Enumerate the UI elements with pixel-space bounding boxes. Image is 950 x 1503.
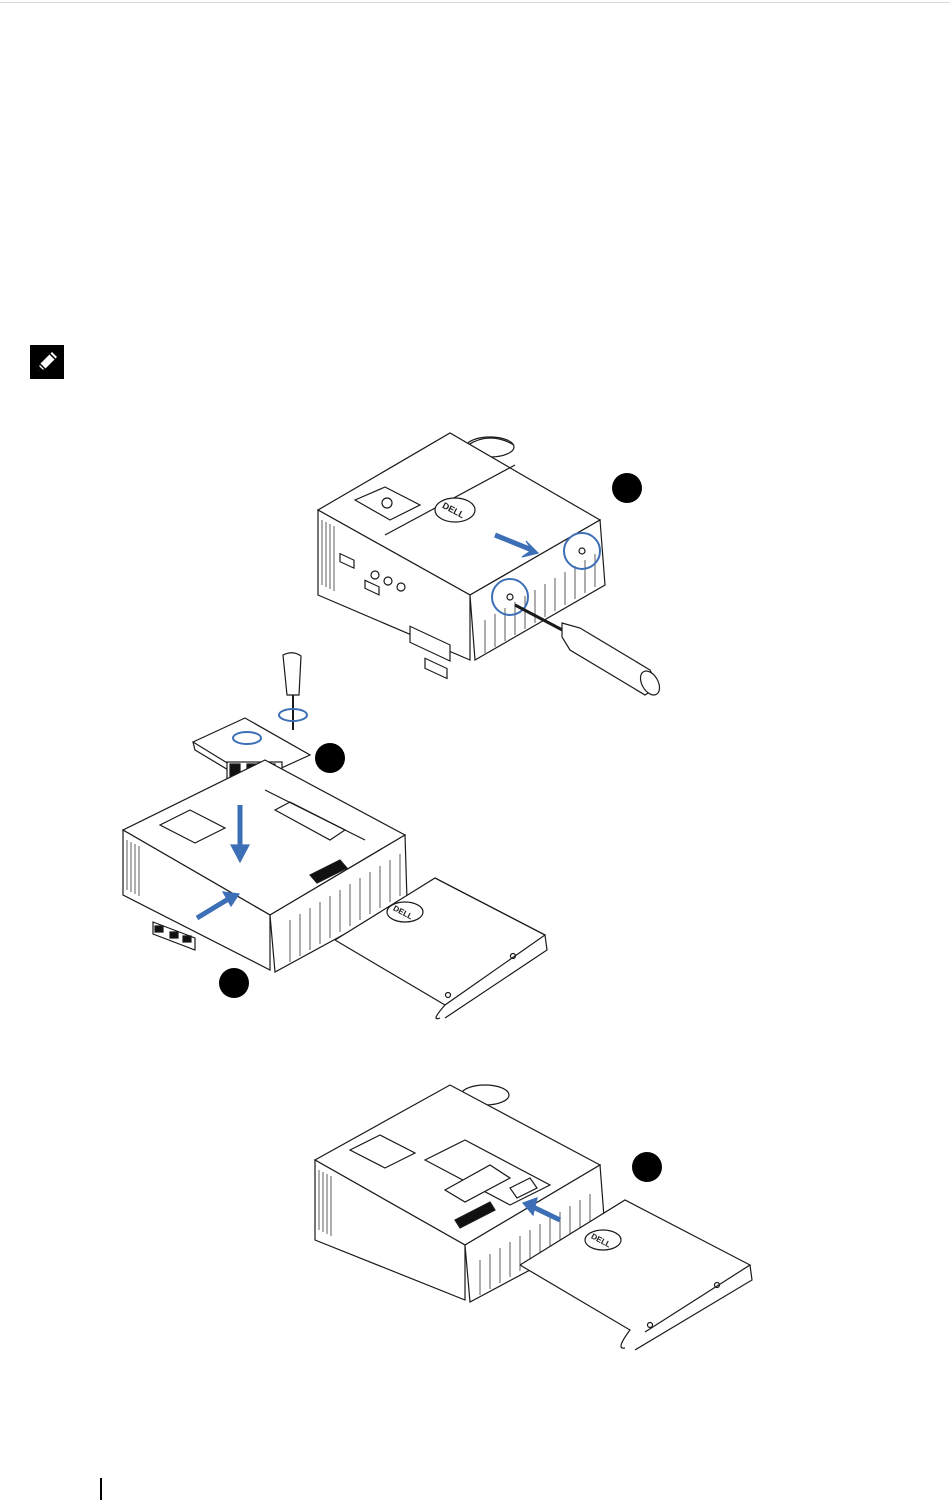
figure-connect-board: DELL bbox=[305, 1070, 755, 1360]
step-badge-top bbox=[315, 743, 345, 773]
step-badge bbox=[612, 473, 642, 503]
figure-install-board: DELL bbox=[115, 650, 555, 1025]
footer-divider bbox=[100, 1478, 102, 1500]
pencil-note-icon bbox=[30, 345, 64, 379]
top-rule bbox=[0, 2, 950, 3]
step-badge bbox=[632, 1152, 662, 1182]
step-badge-bottom bbox=[219, 968, 249, 998]
